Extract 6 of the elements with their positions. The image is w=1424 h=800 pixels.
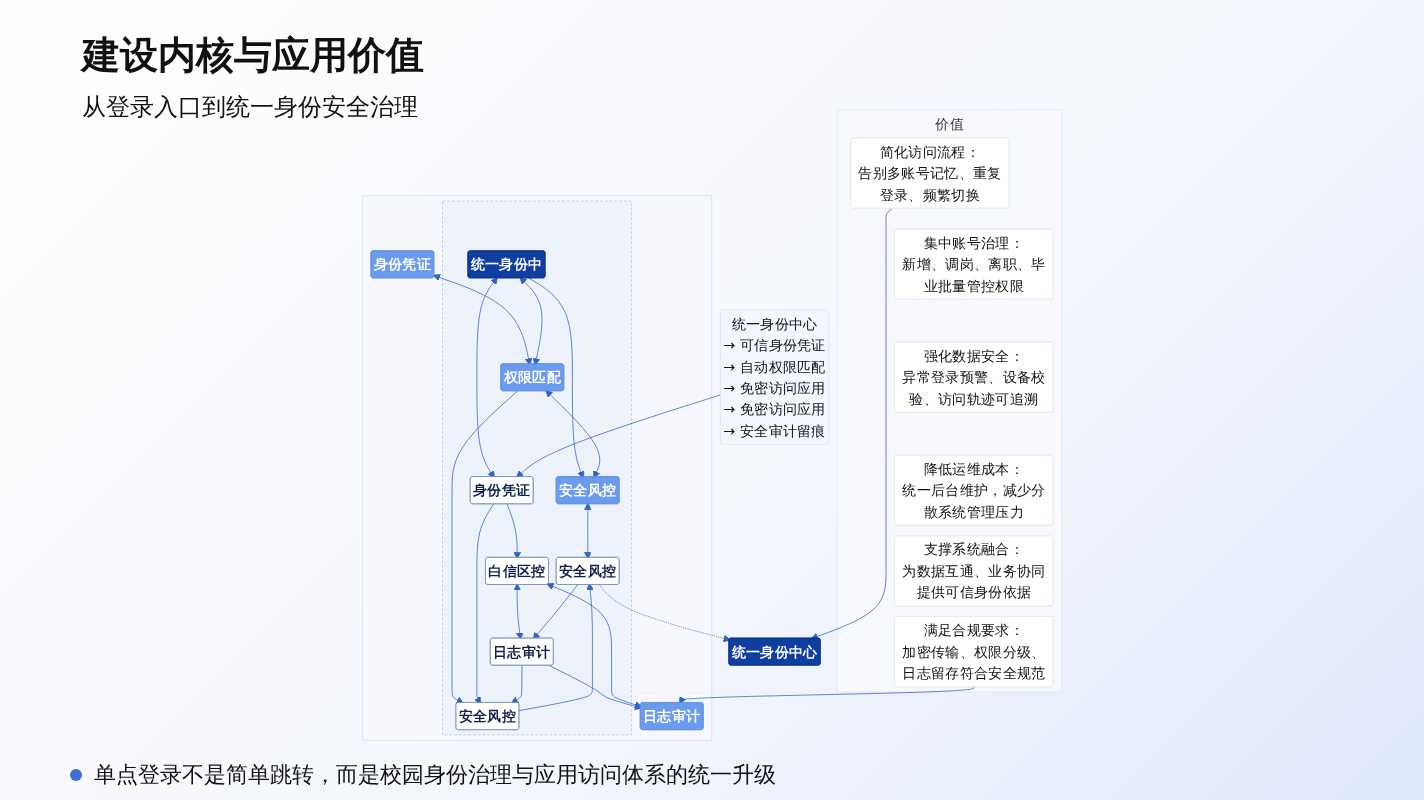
title: 建设内核与应用价值 (82, 32, 424, 79)
cluster (442, 200, 632, 736)
cluster (361, 195, 713, 741)
subtitle: 从登录入口到统一身份安全治理 (82, 92, 419, 123)
note-text: 单点登录不是简单跳转，而是校园身份治理与应用访问体系的统一升级 (94, 761, 776, 789)
node-text: 统一身份中心 → 可信身份凭证 → 自动权限匹配 → 免密访问应用 → 免密访问应用 → 安全审计留痕 (723, 315, 826, 440)
